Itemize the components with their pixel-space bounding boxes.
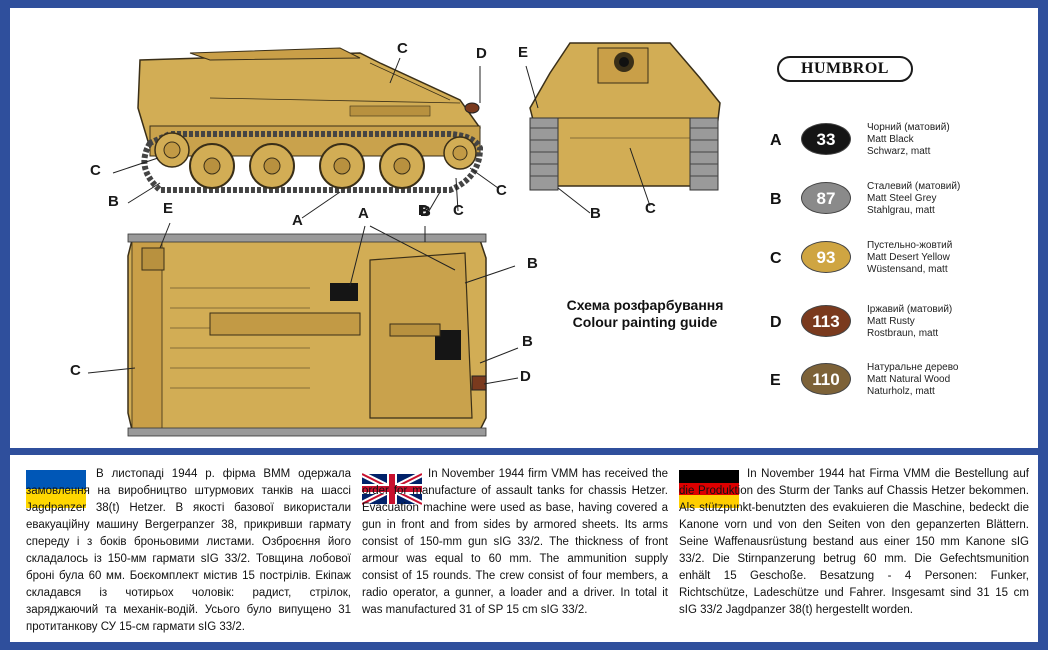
paint-names: Сталевий (матовий) Matt Steel Grey Stahl…	[867, 181, 960, 217]
top-callout-5: B	[522, 333, 533, 350]
paint-names: Натуральне дерево Matt Natural Wood Natu…	[867, 362, 958, 398]
front-callout-3: C	[645, 200, 656, 217]
paint-name-uk: Іржавий (матовий)	[867, 304, 953, 315]
paint-swatch-87: 87	[801, 182, 851, 214]
paint-names: Пустельно-жовтий Matt Desert Yellow Wüst…	[867, 240, 952, 276]
paint-legend-a: A 33 Чорний (матовий) Matt Black Schwarz…	[770, 122, 1030, 162]
paint-letter: A	[770, 132, 782, 149]
vehicle-drawings	[87, 42, 721, 437]
top-view-drawing	[87, 222, 519, 437]
paint-letter: E	[770, 372, 781, 389]
side-callout-1: C	[397, 40, 408, 57]
paint-name-en: Matt Desert Yellow	[867, 252, 950, 263]
side-view-drawing	[112, 47, 499, 219]
description-uk: В листопаді 1944 р. фірма ВММ одержала з…	[26, 468, 351, 633]
guide-title-en: Colour painting guide	[572, 314, 718, 330]
top-callout-4: B	[527, 255, 538, 272]
paint-name-de: Rostbraun, matt	[867, 328, 939, 339]
paint-name-uk: Пустельно-жовтий	[867, 240, 953, 251]
paint-legend-e: E 110 Натуральне дерево Matt Natural Woo…	[770, 362, 1030, 402]
humbrol-logo: HUMBROL	[777, 56, 913, 82]
paint-names: Іржавий (матовий) Matt Rusty Rostbraun, …	[867, 304, 952, 340]
description-en: In November 1944 firm VMM has received t…	[362, 468, 668, 616]
paint-swatch-110: 110	[801, 363, 851, 395]
top-callout-3: B	[420, 203, 431, 220]
paint-name-de: Schwarz, matt	[867, 146, 931, 157]
paint-names: Чорний (матовий) Matt Black Schwarz, mat…	[867, 122, 950, 158]
paint-name-de: Wüstensand, matt	[867, 264, 948, 275]
paint-letter: C	[770, 250, 782, 267]
front-callout-2: B	[590, 205, 601, 222]
top-callout-1: E	[163, 200, 174, 217]
top-callout-7: C	[70, 362, 81, 379]
side-callout-5: A	[292, 212, 303, 229]
paint-legend-b: B 87 Сталевий (матовий) Matt Steel Grey …	[770, 181, 1030, 221]
side-callout-6: B	[418, 202, 429, 219]
side-callout-4: B	[108, 193, 119, 210]
paint-letter: D	[770, 314, 782, 331]
guide-title: Схема розфарбування Colour painting guid…	[540, 297, 750, 331]
paint-name-uk: Натуральне дерево	[867, 362, 959, 373]
germany-flag-icon	[679, 470, 739, 508]
description-de: In November 1944 hat Firma VMM die Beste…	[679, 468, 1029, 616]
guide-title-uk: Схема розфарбування	[566, 297, 724, 313]
top-callout-2: A	[358, 205, 369, 222]
paint-name-uk: Чорний (матовий)	[867, 122, 950, 133]
paint-name-de: Stahlgrau, matt	[867, 205, 935, 216]
paint-name-en: Matt Steel Grey	[867, 193, 937, 204]
paint-name-uk: Сталевий (матовий)	[867, 181, 961, 192]
side-callout-8: C	[496, 182, 507, 199]
paint-swatch-93: 93	[801, 241, 851, 273]
paint-swatch-33: 33	[801, 123, 851, 155]
uk-flag-icon	[362, 471, 422, 507]
paint-legend-c: C 93 Пустельно-жовтий Matt Desert Yellow…	[770, 240, 1030, 280]
top-callout-6: D	[520, 368, 531, 385]
paint-name-en: Matt Rusty	[867, 316, 915, 327]
side-callout-7: C	[453, 202, 464, 219]
side-callout-3: C	[90, 162, 101, 179]
side-callout-2: D	[476, 45, 487, 62]
paint-legend-d: D 113 Іржавий (матовий) Matt Rusty Rostb…	[770, 304, 1030, 344]
front-callout-1: E	[518, 44, 529, 61]
paint-name-en: Matt Natural Wood	[867, 374, 951, 385]
front-view-drawing	[525, 42, 721, 214]
paint-name-de: Naturholz, matt	[867, 386, 935, 397]
section-divider	[10, 448, 1038, 455]
ukraine-flag-icon	[26, 470, 86, 508]
paint-swatch-113: 113	[801, 305, 851, 337]
paint-letter: B	[770, 191, 782, 208]
paint-name-en: Matt Black	[867, 134, 914, 145]
